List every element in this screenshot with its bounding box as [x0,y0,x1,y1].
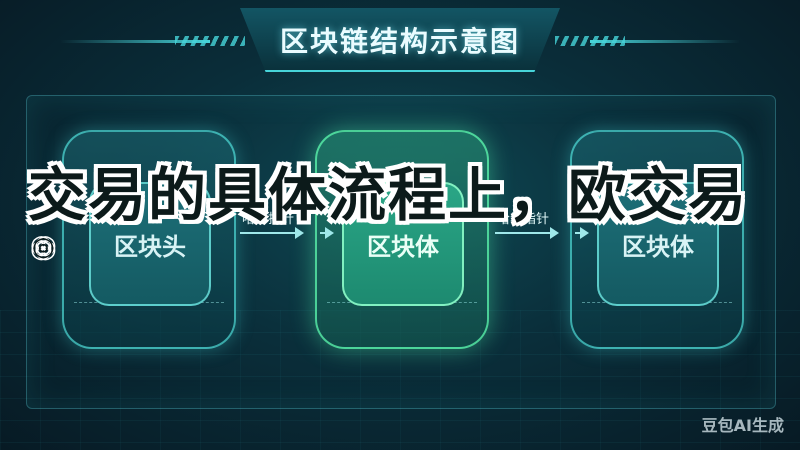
overlay-caption: 交易的具体流程上，欧交易 [28,161,749,229]
arrow-right-icon [240,227,304,239]
arrow-label-1: 哈希指针 [242,212,295,227]
block-body-2-label: 区块体 [622,232,694,261]
header-stripes-right [555,36,625,46]
block-body-1-inner: 区块体 [342,182,464,306]
block-body-2-inner: 区块体 [597,182,719,306]
diagram-frame [26,95,776,409]
diagram-title: 区块链结构示意图 [279,25,520,58]
block-header-inner: 区块头 [89,182,211,306]
watermark: 豆包AI生成 [701,416,784,435]
header-stripes-left [175,36,245,46]
block-body-2: 区块体 [570,130,744,349]
block-header: 区块头 [62,130,236,349]
block-body-1-label: 区块体 [367,232,439,261]
header-wing-left [60,40,210,43]
arrow-right-icon [575,227,589,239]
arrow-label-2: 哈希指针 [497,212,550,227]
title-banner [240,8,560,72]
arrow-right-icon [320,227,334,239]
block-header-label: 区块头 [114,232,186,261]
arrow-right-icon [495,227,559,239]
overlay-dot-icon: ◎ [32,232,55,262]
block-body-1: 区块体 [315,130,489,349]
